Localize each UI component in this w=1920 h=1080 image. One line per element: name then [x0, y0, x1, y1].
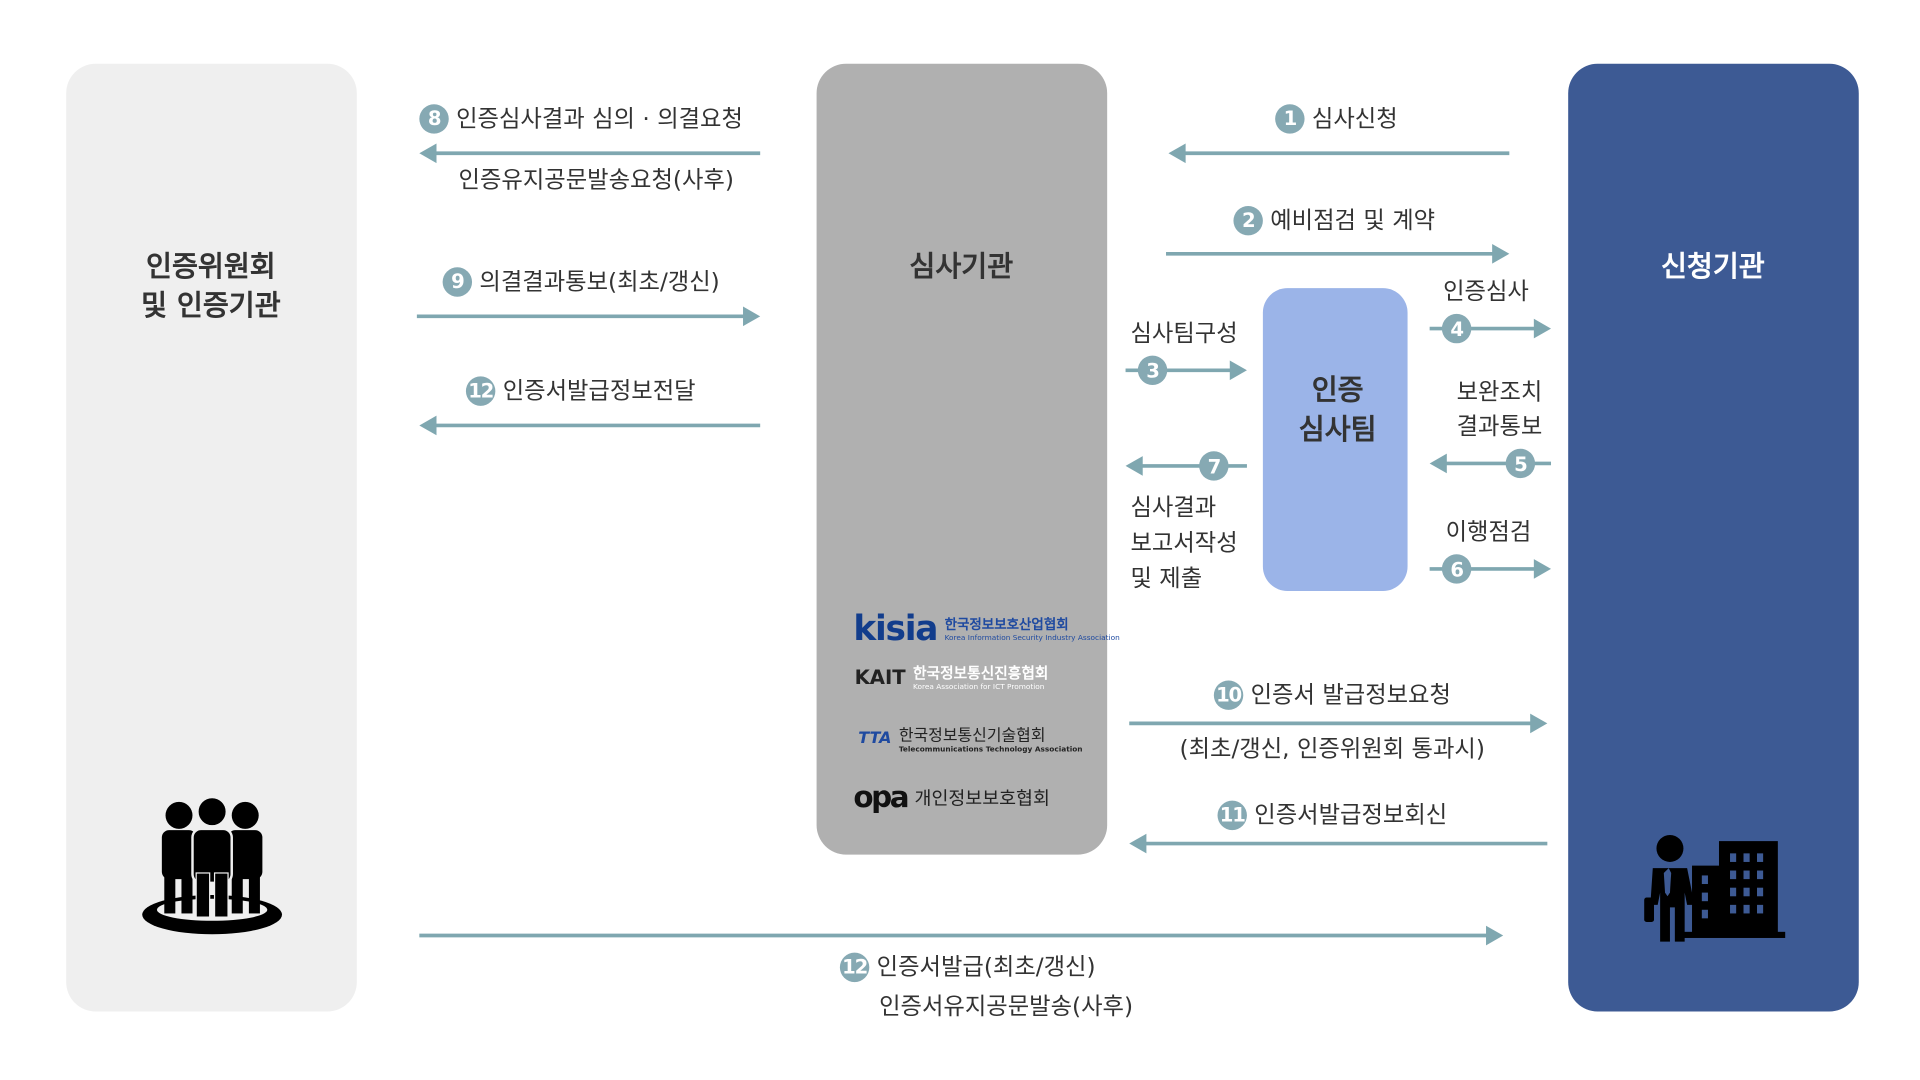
step-4-badge: 4 [1441, 313, 1472, 344]
step-7-text-2: 보고서작성 [1130, 529, 1238, 557]
team-title-line2: 심사팀 [1298, 414, 1377, 447]
applicant-title: 신청기관 [1660, 251, 1765, 284]
arrow-step-12b-head [1486, 925, 1504, 946]
arrow-step-6-head [1533, 559, 1552, 579]
tta-en: Telecommunications Technology Associatio… [898, 745, 1083, 755]
step-11-text: 인증서발급정보회신 [1254, 801, 1448, 829]
arrow-step-7-head [1125, 456, 1143, 476]
kisia-en: Korea Information Security Industry Asso… [944, 633, 1120, 643]
opa-name: 개인정보보호협회 [914, 786, 1050, 809]
step-1-badge: 1 [1275, 104, 1305, 134]
arrow-step-2-head [1492, 243, 1510, 264]
step-5-text-1: 보완조치 [1456, 378, 1543, 406]
kisia-name: 한국정보보호산업협회 [944, 616, 1069, 633]
step-12b-text: 인증서발급(최초/갱신) [876, 953, 1096, 981]
step-9-text: 의결결과통보(최초/갱신) [479, 268, 720, 296]
step-12a-text: 인증서발급정보전달 [502, 377, 696, 405]
step-12b-badge: 12 [839, 952, 870, 983]
step-2-text: 예비점검 및 계약 [1270, 207, 1436, 235]
arrow-step-4-head [1533, 318, 1552, 339]
businessman-building-icon [1644, 834, 1786, 942]
step-8-sub: 인증유지공문발송요청(사후) [458, 166, 734, 194]
step-7-text-3: 및 제출 [1130, 565, 1203, 593]
arrow-step-3-head [1229, 360, 1247, 381]
step-2-badge: 2 [1233, 205, 1263, 236]
arrow-step-5-head [1429, 453, 1447, 474]
audit-team-box [1262, 288, 1408, 591]
kait-en: Korea Association for ICT Promotion [913, 682, 1045, 692]
step-10-badge: 10 [1213, 680, 1244, 710]
step-5-badge: 5 [1505, 448, 1536, 479]
step-1-text: 심사신청 [1311, 105, 1398, 133]
arrow-step-12a-head [419, 415, 437, 436]
arrow-step-9-head [743, 306, 761, 327]
step-3-text: 심사팀구성 [1130, 320, 1238, 347]
team-title-line1: 인증 [1311, 375, 1364, 408]
applicant-box [1568, 63, 1859, 1012]
step-10-sub: (최초/갱신, 인증위원회 통과시) [1179, 735, 1485, 763]
step-8-badge: 8 [419, 104, 449, 134]
step-4-text: 인증심사 [1443, 278, 1529, 306]
step-11-badge: 11 [1217, 800, 1247, 831]
committee-title-line2: 및 인증기관 [141, 290, 281, 323]
step-12a-badge: 12 [465, 376, 496, 406]
step-3-badge: 3 [1137, 355, 1168, 385]
arrow-step-8-head [419, 143, 437, 164]
auditor-box [816, 63, 1108, 855]
kait-name: 한국정보통신진흥협회 [913, 664, 1049, 682]
auditor-title: 심사기관 [909, 251, 1014, 284]
step-10-text: 인증서 발급정보요청 [1250, 681, 1451, 709]
step-7-text-1: 심사결과 [1130, 494, 1217, 522]
kait-mark: KAIT [854, 665, 906, 689]
opa-mark: opa [853, 779, 909, 815]
tta-mark: TTA [858, 728, 892, 748]
step-7-badge: 7 [1199, 451, 1229, 481]
kisia-mark: kisia [853, 608, 938, 649]
step-8-text: 인증심사결과 심의 · 의결요청 [456, 105, 743, 133]
step-6-text: 이행점검 [1445, 518, 1532, 546]
logo-opa: opa 개인정보보호협회 [853, 780, 1050, 814]
step-6-badge: 6 [1441, 554, 1472, 584]
tta-name: 한국정보통신기술협회 [898, 727, 1046, 746]
arrow-step-10-head [1530, 713, 1548, 734]
arrow-step-1-head [1168, 143, 1186, 164]
step-9-badge: 9 [442, 267, 473, 297]
arrow-step-11-head [1129, 833, 1147, 854]
step-12b-sub: 인증서유지공문발송(사후) [879, 993, 1134, 1021]
step-5-text-2: 결과통보 [1456, 413, 1543, 441]
committee-title-line1: 인증위원회 [146, 251, 276, 284]
people-group-icon [142, 796, 283, 935]
